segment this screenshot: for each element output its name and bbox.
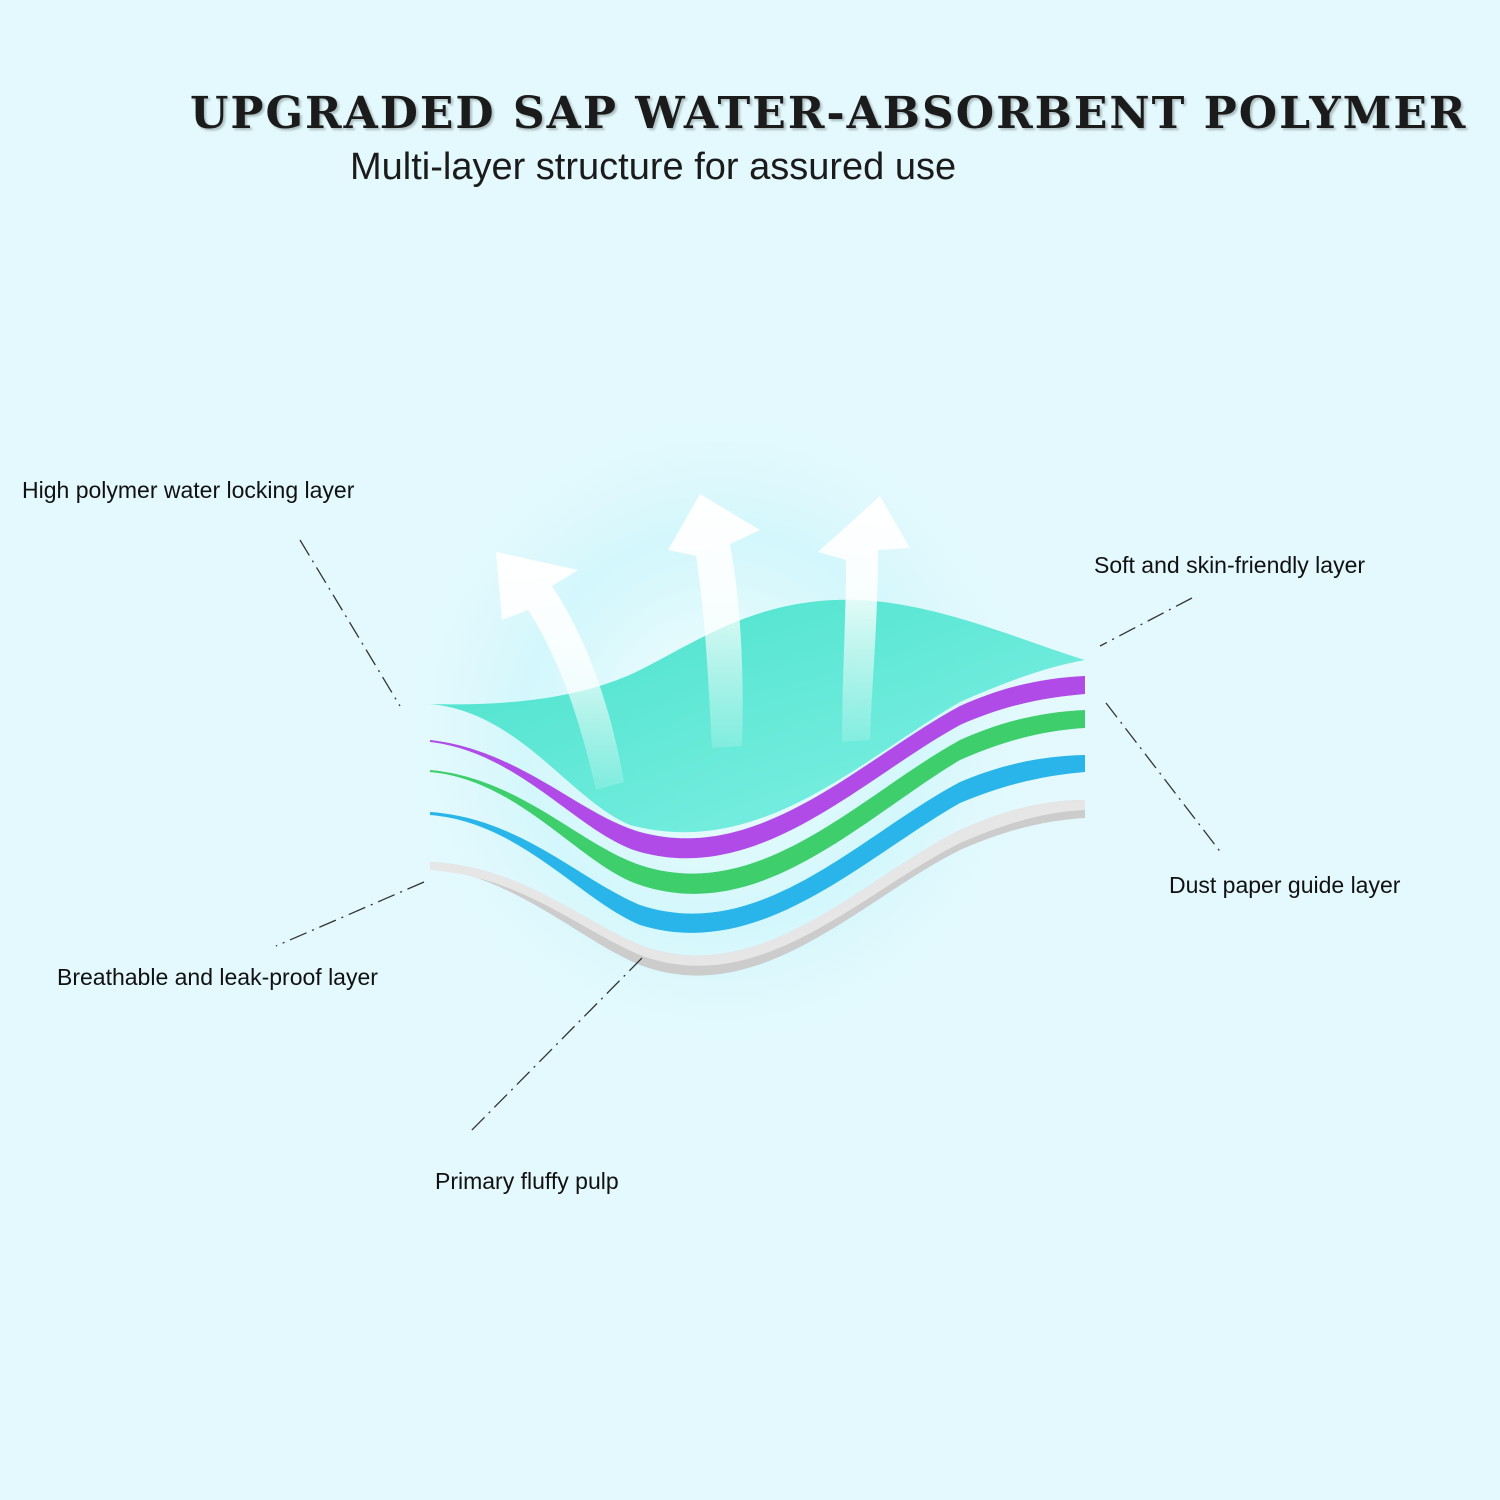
leader-breathable [275,881,425,947]
leader-fluffy-pulp [467,957,643,1135]
layer-fluffy-pulp [430,800,1085,976]
page-subtitle: Multi-layer structure for assured use [350,146,957,188]
moisture-arrow-middle [668,494,760,748]
layer-fluffy-pulp-top [430,800,1085,966]
label-soft-skin: Soft and skin-friendly layer [1094,552,1366,578]
leader-dust-paper [1105,702,1223,855]
page-title: UPGRADED SAP WATER-ABSORBENT POLYMER [190,88,1468,139]
label-high-polymer: High polymer water locking layer [22,477,355,503]
label-dust-paper: Dust paper guide layer [1169,872,1401,898]
leader-high-polymer [299,539,401,707]
leader-soft-skin [1099,597,1193,647]
moisture-arrow-left [496,552,624,790]
layer-dust-paper [430,710,1085,894]
moisture-arrow-right [818,496,910,742]
label-fluffy-pulp: Primary fluffy pulp [435,1168,619,1194]
label-breathable: Breathable and leak-proof layer [57,964,378,990]
layer-breathable [430,755,1085,933]
layer-high-polymer [430,676,1085,859]
